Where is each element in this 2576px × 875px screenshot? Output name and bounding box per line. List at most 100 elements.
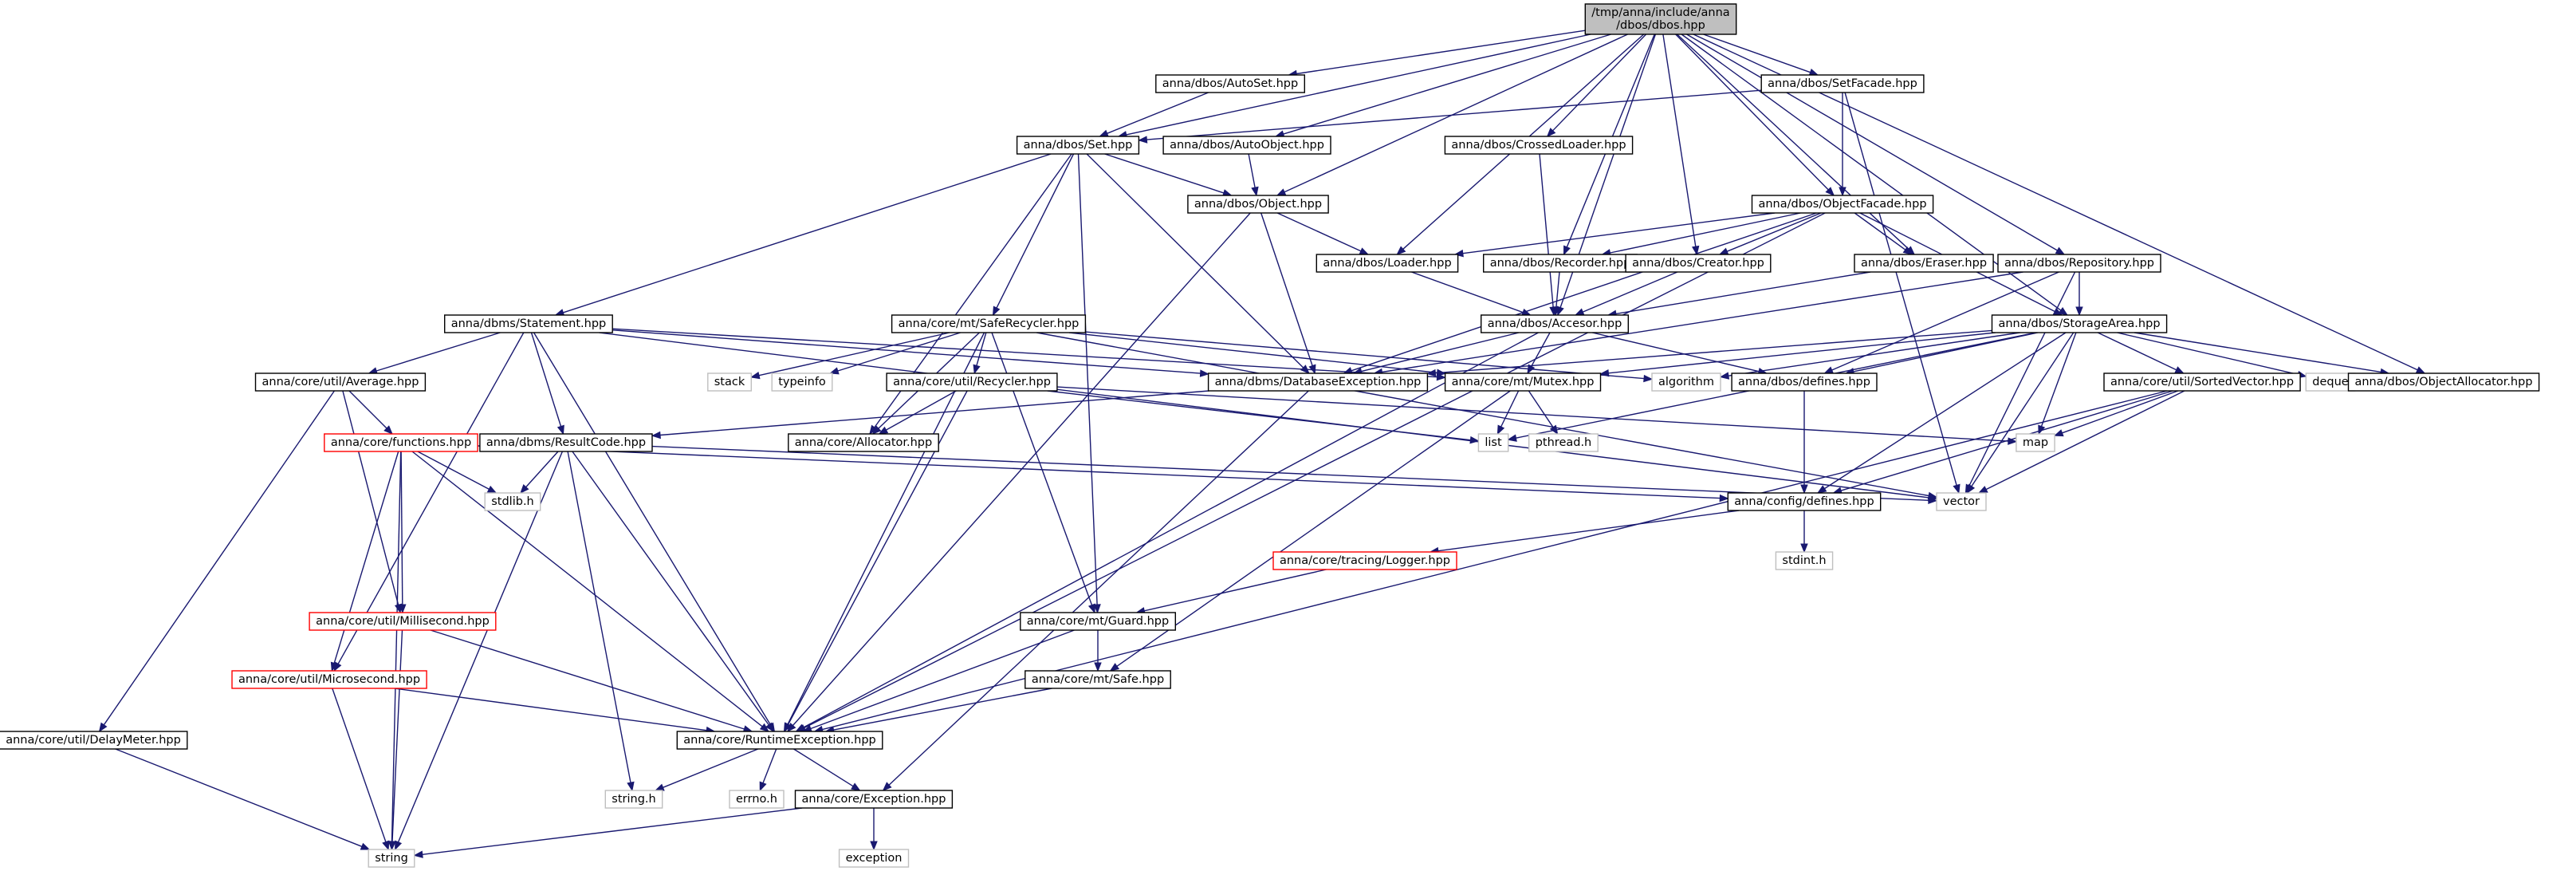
node-autoobject[interactable]: anna/dbos/AutoObject.hpp <box>1162 136 1331 155</box>
node-storagearea[interactable]: anna/dbos/StorageArea.hpp <box>1991 314 2168 333</box>
edge-microsecond-to-runtimeexc <box>394 688 716 735</box>
node-guard[interactable]: anna/core/mt/Guard.hpp <box>1020 612 1177 631</box>
node-label: anna/core/mt/Mutex.hpp <box>1452 376 1595 388</box>
node-eraser[interactable]: anna/dbos/Eraser.hpp <box>1854 254 1994 273</box>
node-functions[interactable]: anna/core/functions.hpp <box>324 433 478 452</box>
node-box <box>231 670 427 689</box>
edge-line <box>1116 390 1511 667</box>
edge-line <box>332 688 387 842</box>
edge-line <box>1107 92 1209 134</box>
node-recycler[interactable]: anna/core/util/Recycler.hpp <box>886 372 1058 392</box>
node-crossedloader[interactable]: anna/dbos/CrossedLoader.hpp <box>1444 136 1634 155</box>
arrow-head <box>1953 483 1961 495</box>
node-objectfacade[interactable]: anna/dbos/ObjectFacade.hpp <box>1751 195 1934 214</box>
edge-object-to-runtimeexc <box>786 212 1251 733</box>
edge-sortedvector-to-configdefines <box>1832 390 2173 495</box>
edge-root-to-repository <box>1686 34 2066 255</box>
edge-set-to-dbexception <box>1086 153 1310 374</box>
edge-line <box>1728 332 2020 376</box>
node-box <box>444 314 613 333</box>
arrow-head <box>2075 306 2083 317</box>
node-recorder[interactable]: anna/dbos/Recorder.hpp <box>1482 254 1638 273</box>
node-list: list <box>1477 433 1509 452</box>
edge-line <box>1411 271 1524 313</box>
edge-line <box>1086 153 1304 369</box>
node-repository[interactable]: anna/dbos/Repository.hpp <box>1997 254 2161 273</box>
edge-average-to-functions <box>348 390 393 435</box>
edge-line <box>525 451 559 488</box>
edge-line <box>1047 390 1471 441</box>
edge-statement-to-runtimeexc <box>533 332 776 733</box>
node-configdefines[interactable]: anna/config/defines.hpp <box>1727 492 1882 511</box>
node-box <box>707 372 752 392</box>
node-runtimeexc[interactable]: anna/core/RuntimeException.hpp <box>676 731 883 750</box>
edge-line <box>1853 332 2039 372</box>
arrow-head <box>1396 246 1406 255</box>
node-box <box>891 314 1087 333</box>
node-box <box>1854 254 1994 273</box>
node-label: anna/dbms/DatabaseException.hpp <box>1215 376 1422 388</box>
arrow-head <box>1966 483 1976 495</box>
node-logger[interactable]: anna/core/tracing/Logger.hpp <box>1272 551 1457 570</box>
node-root[interactable]: /tmp/anna/include/anna/dbos/dbos.hpp <box>1584 3 1737 35</box>
edge-line <box>996 153 1075 309</box>
node-loader[interactable]: anna/dbos/Loader.hpp <box>1316 254 1459 273</box>
node-vector: vector <box>1936 492 1987 511</box>
arrow-head <box>759 781 767 792</box>
edge-line <box>1831 271 2059 371</box>
node-label: anna/dbos/Loader.hpp <box>1323 257 1451 270</box>
node-resultcode[interactable]: anna/dbms/ResultCode.hpp <box>479 433 653 452</box>
node-label: anna/dbos/StorageArea.hpp <box>1998 317 2160 330</box>
node-statement[interactable]: anna/dbms/Statement.hpp <box>444 314 613 333</box>
node-box <box>1480 314 1629 333</box>
node-delaymeter[interactable]: anna/core/util/DelayMeter.hpp <box>0 731 188 750</box>
node-label: anna/dbos/Set.hpp <box>1024 139 1133 152</box>
edge-mutex-to-safe <box>1109 390 1511 672</box>
edge-objectfacade-to-recorder <box>1601 212 1801 257</box>
node-box <box>254 372 427 392</box>
node-sortedvector[interactable]: anna/core/util/SortedVector.hpp <box>2103 372 2301 392</box>
arrow-head <box>2174 366 2185 374</box>
edge-accesor-to-mutex <box>1527 332 1551 375</box>
node-label: anna/core/util/Millisecond.hpp <box>316 615 490 628</box>
node-label: anna/dbos/Repository.hpp <box>2004 257 2154 270</box>
edge-guard-to-safe <box>1094 630 1102 672</box>
node-setfacade[interactable]: anna/dbos/SetFacade.hpp <box>1760 74 1925 93</box>
edge-line <box>659 390 1209 436</box>
node-autoset[interactable]: anna/dbos/AutoSet.hpp <box>1155 74 1306 93</box>
arrow-head <box>1719 494 1729 503</box>
arrow-head <box>1527 364 1536 375</box>
node-label: anna/core/Allocator.hpp <box>795 436 932 449</box>
node-safe[interactable]: anna/core/mt/Safe.hpp <box>1025 670 1171 689</box>
edge-statement-to-mutex <box>612 328 1446 381</box>
edge-dbexception-to-exception <box>882 390 1309 791</box>
node-objectallocator[interactable]: anna/dbos/ObjectAllocator.hpp <box>2347 372 2540 392</box>
arrow-head <box>2055 246 2066 255</box>
edge-saferecycler-to-mutex <box>1068 332 1446 376</box>
node-creator[interactable]: anna/dbos/Creator.hpp <box>1625 254 1772 273</box>
node-allocator[interactable]: anna/core/Allocator.hpp <box>788 433 939 452</box>
node-dbexception[interactable]: anna/dbms/DatabaseException.hpp <box>1207 372 1429 392</box>
node-box <box>1651 372 1721 392</box>
edge-line <box>1615 271 1871 315</box>
node-accesor[interactable]: anna/dbos/Accesor.hpp <box>1480 314 1629 333</box>
edge-line <box>411 451 763 727</box>
arrow-head <box>1276 188 1287 196</box>
node-exception[interactable]: anna/core/Exception.hpp <box>794 790 954 809</box>
node-dbosdefines[interactable]: anna/dbos/defines.hpp <box>1731 372 1878 392</box>
edge-set-to-allocator <box>869 153 1072 436</box>
arrow-head <box>1563 245 1571 256</box>
arrow-head <box>1825 187 1835 196</box>
edge-setfacade-to-objectfacade <box>1839 93 1846 197</box>
node-mutex[interactable]: anna/core/mt/Mutex.hpp <box>1444 372 1602 392</box>
edge-line <box>1437 510 1740 552</box>
arrow-head <box>388 841 396 851</box>
node-microsecond[interactable]: anna/core/util/Microsecond.hpp <box>231 670 427 689</box>
node-box <box>324 433 478 452</box>
node-millisecond[interactable]: anna/core/util/Millisecond.hpp <box>309 612 497 631</box>
node-average[interactable]: anna/core/util/Average.hpp <box>254 372 427 392</box>
node-saferecycler[interactable]: anna/core/mt/SafeRecycler.hpp <box>891 314 1087 333</box>
node-set[interactable]: anna/dbos/Set.hpp <box>1016 136 1140 155</box>
node-label: string <box>375 852 408 865</box>
node-object[interactable]: anna/dbos/Object.hpp <box>1187 195 1329 214</box>
